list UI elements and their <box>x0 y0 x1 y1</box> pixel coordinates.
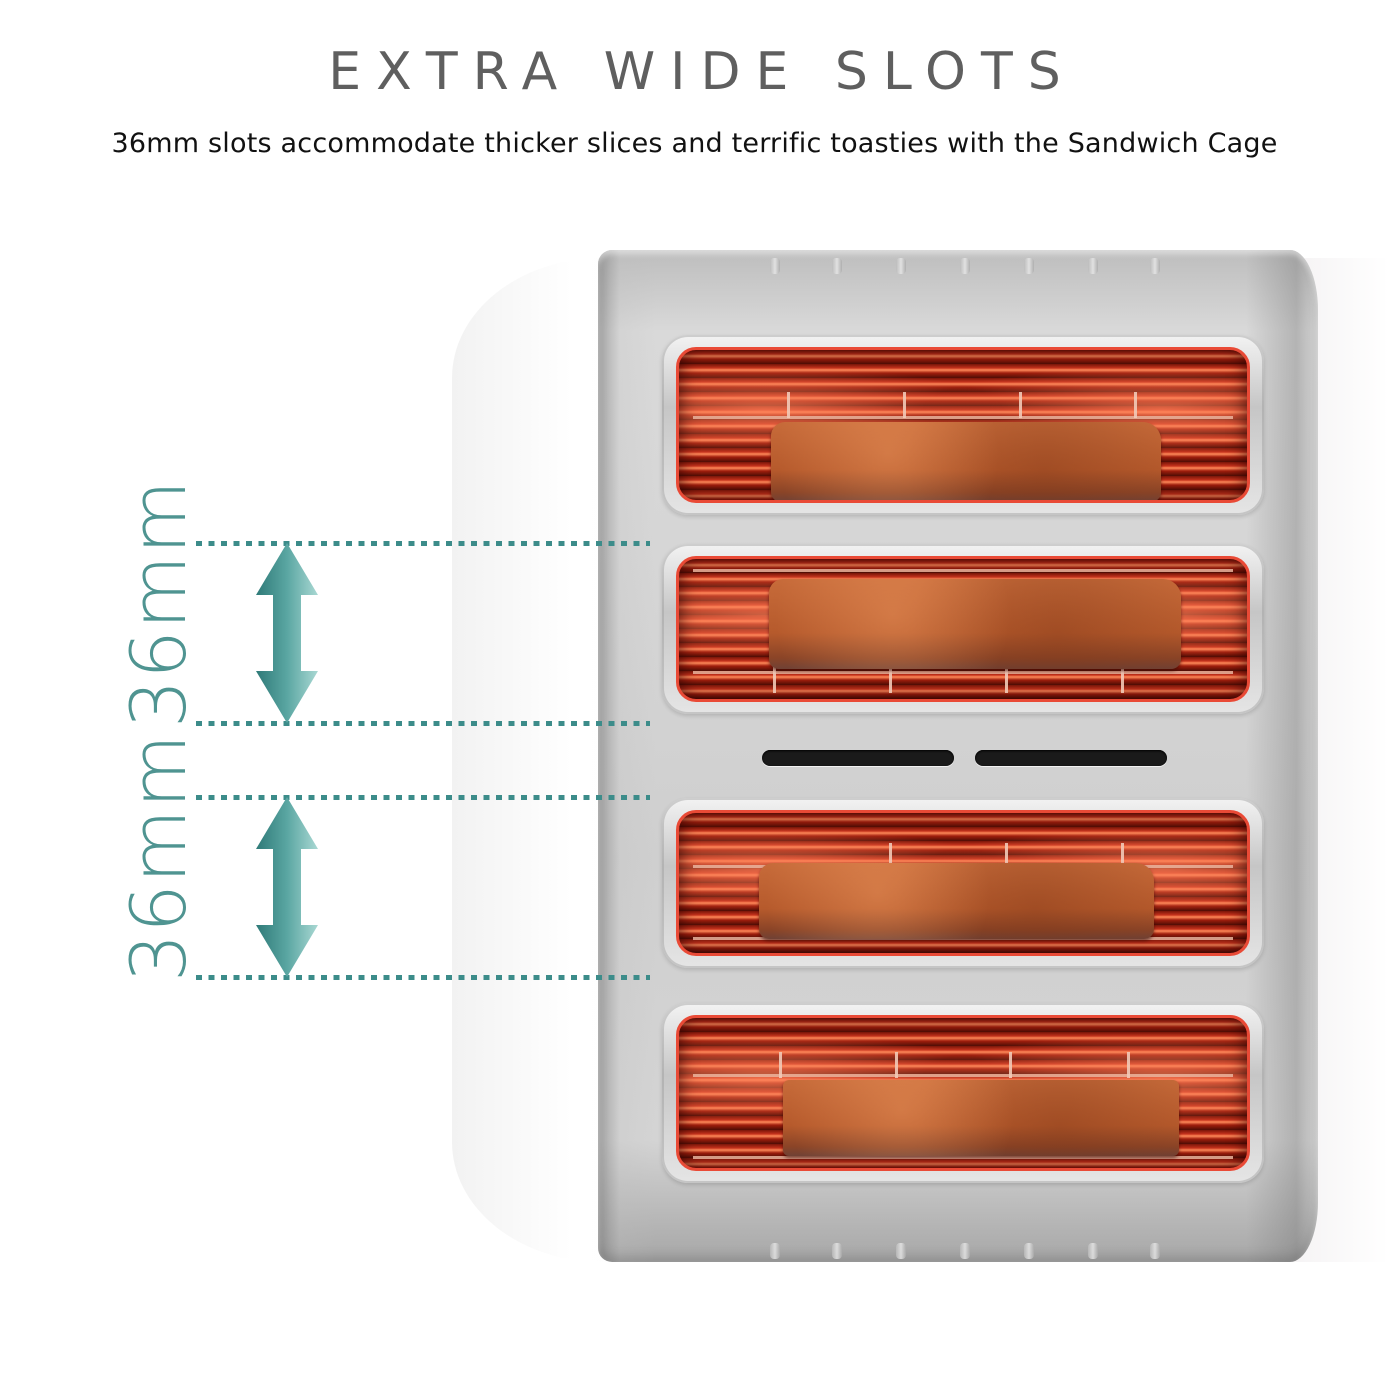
cage-prong <box>773 667 776 693</box>
ridge <box>1088 258 1098 274</box>
ridge <box>832 258 842 274</box>
toast-slice <box>783 1080 1179 1156</box>
toaster-slot-1 <box>662 335 1264 515</box>
cage-prong <box>895 1052 898 1078</box>
ridge <box>1150 258 1160 274</box>
cage-rail <box>693 1156 1233 1159</box>
toaster-slot-4 <box>662 1003 1264 1183</box>
subtitle-text: mm slots accommodate thicker slices and … <box>146 128 1278 159</box>
dotted-guide-line <box>196 721 650 726</box>
ridge <box>1024 1243 1034 1259</box>
page-title: EXTRA WIDE SLOTS <box>328 42 1076 102</box>
cage-rail <box>693 1074 1233 1077</box>
toaster-slot-3 <box>662 798 1264 968</box>
toast-slice <box>769 579 1181 669</box>
cage-prong <box>889 843 892 869</box>
cage-prong <box>1005 667 1008 693</box>
measurement-label: 36mm <box>114 733 203 982</box>
ridge <box>960 1243 970 1259</box>
subtitle-number: 36 <box>111 128 147 159</box>
lever-slot-right <box>975 750 1167 766</box>
dotted-guide-line <box>196 975 650 980</box>
heating-chamber <box>676 347 1250 503</box>
cage-prong <box>1009 1052 1012 1078</box>
cage-prong <box>1121 843 1124 869</box>
toast-slice <box>759 863 1154 939</box>
subtitle: 36mm slots accommodate thicker slices an… <box>0 128 1389 159</box>
heating-chamber <box>676 810 1250 956</box>
ridge <box>960 258 970 274</box>
cage-prong <box>1127 1052 1130 1078</box>
ridge <box>1024 258 1034 274</box>
cage-rail <box>693 671 1233 674</box>
double-arrow-vertical-icon <box>256 543 318 723</box>
heating-chamber <box>676 1015 1250 1171</box>
ridge <box>832 1243 842 1259</box>
toaster-slot-2 <box>662 544 1264 714</box>
ridge <box>770 258 780 274</box>
ridge <box>1088 1243 1098 1259</box>
cage-prong <box>1134 392 1137 418</box>
double-arrow-vertical-icon <box>256 797 318 977</box>
cage-prong <box>1019 392 1022 418</box>
dotted-guide-line <box>196 795 650 800</box>
ridge <box>896 258 906 274</box>
toast-slice <box>771 422 1161 500</box>
cage-prong <box>903 392 906 418</box>
cage-prong <box>779 1052 782 1078</box>
ridge <box>770 1243 780 1259</box>
cage-prong <box>787 392 790 418</box>
lever-slot-left <box>762 750 954 766</box>
measurement-label: 36mm <box>114 479 203 728</box>
cage-rail <box>693 569 1233 572</box>
cage-rail <box>693 416 1233 419</box>
cage-prong <box>889 667 892 693</box>
ridge <box>1150 1243 1160 1259</box>
dotted-guide-line <box>196 541 650 546</box>
cage-prong <box>1005 843 1008 869</box>
heating-chamber <box>676 556 1250 702</box>
cage-prong <box>1121 667 1124 693</box>
ridge <box>896 1243 906 1259</box>
